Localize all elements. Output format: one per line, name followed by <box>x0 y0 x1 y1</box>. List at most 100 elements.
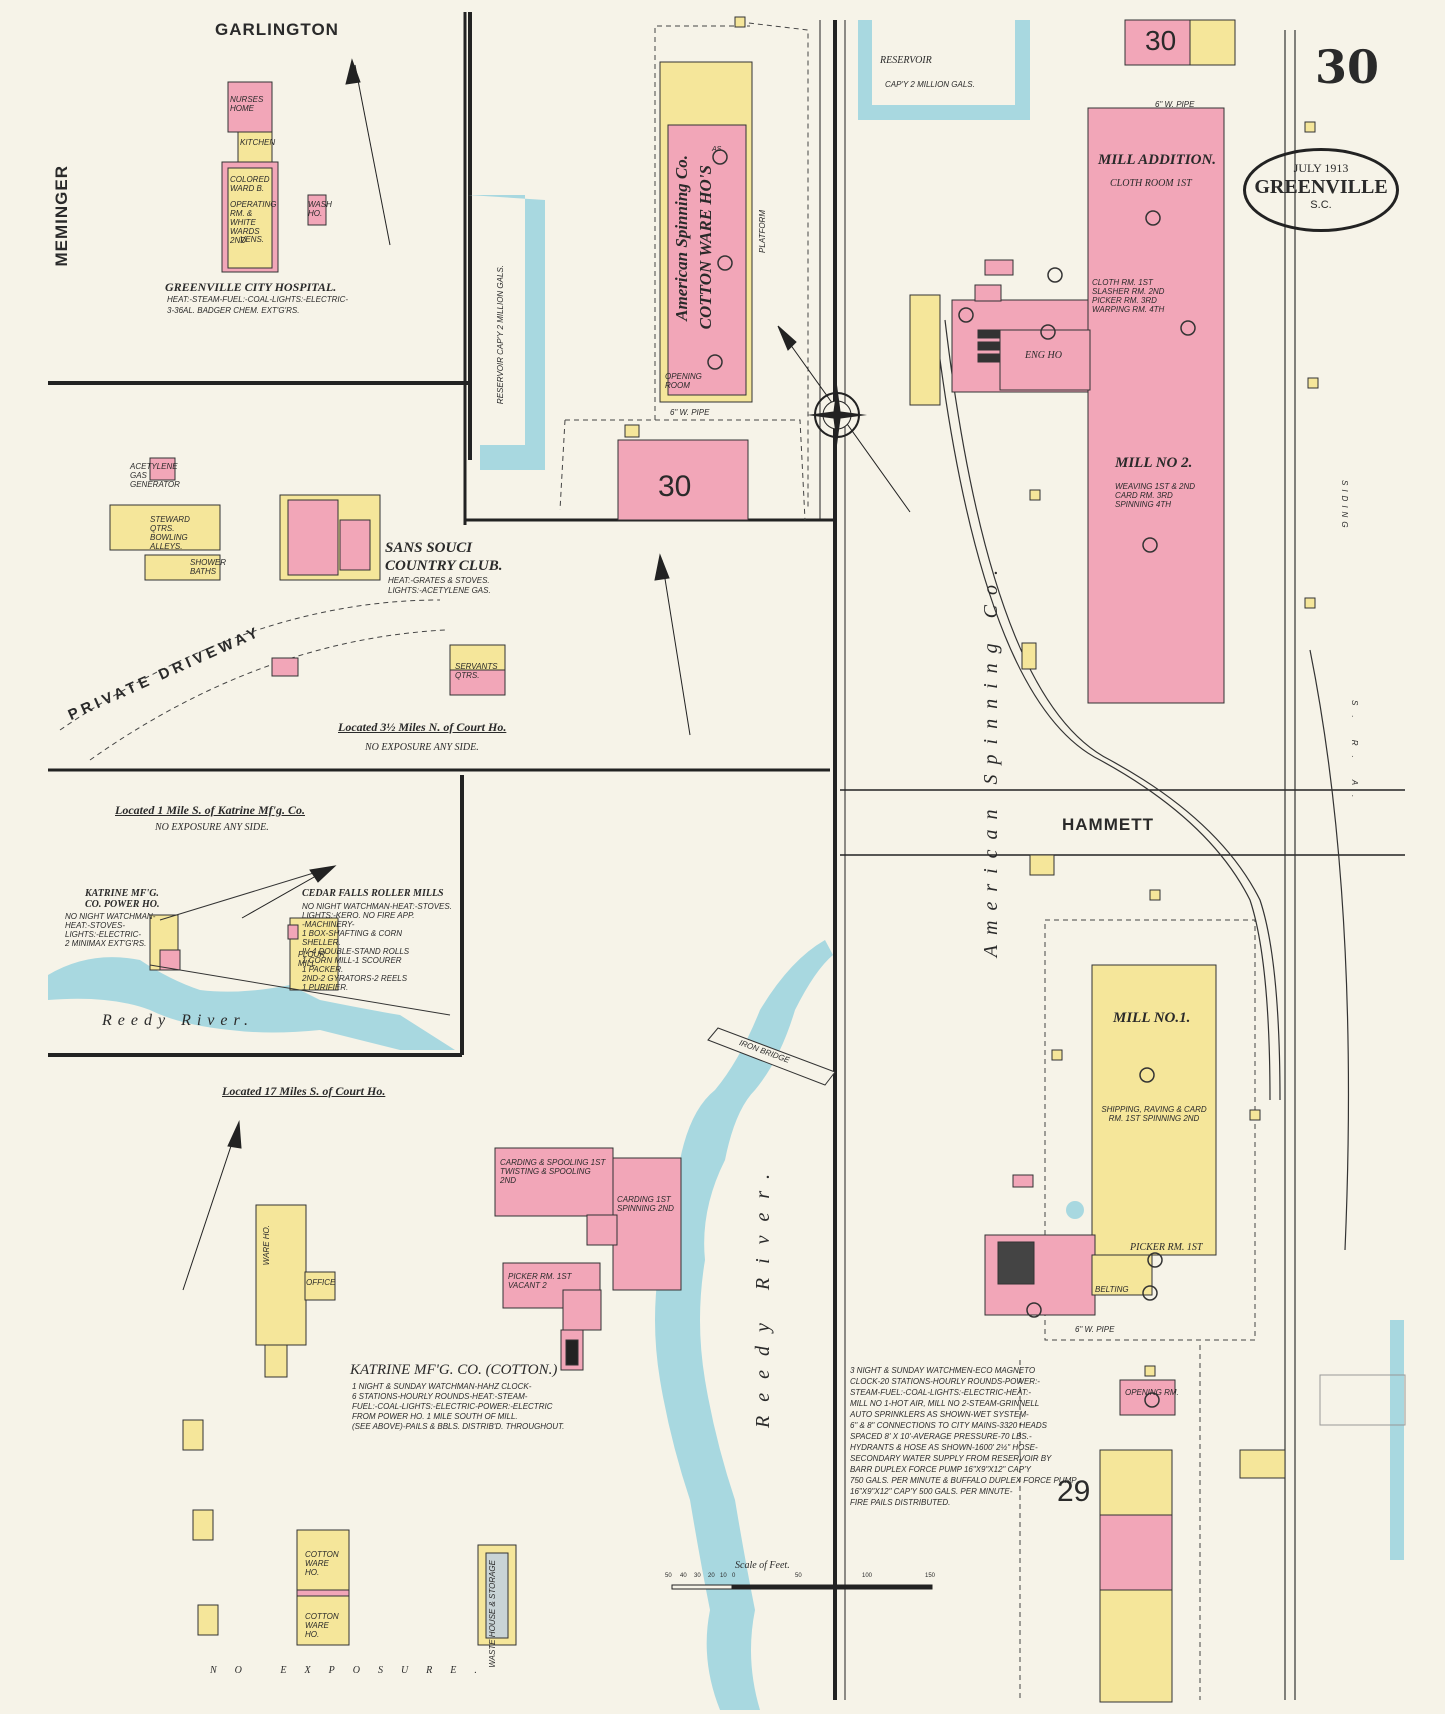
railroad-tracks <box>934 30 1350 1700</box>
sprinkler-markers <box>707 149 1196 1408</box>
mill-no-2-label: MILL NO 2. <box>1115 455 1193 471</box>
hospital-details-1: HEAT:-STEAM-FUEL:-COAL-LIGHTS:-ELECTRIC- <box>167 295 349 304</box>
belting-label: BELTING <box>1095 1285 1129 1294</box>
katrine-location-1: Located 1 Mile S. of Katrine Mf'g. Co. <box>115 803 305 817</box>
city-seal: JULY 1913 GREENVILLE S.C. <box>1243 148 1399 232</box>
flume <box>149 867 451 1016</box>
hospital-details-2: 3-36AL. BADGER CHEM. EXT'G'RS. <box>167 306 300 315</box>
hospital-vens: VENS. <box>240 235 265 244</box>
club-buildings <box>109 457 506 696</box>
engine-house-label: ENG HO <box>1025 350 1062 361</box>
slasher-picker-warping-label: CLOTH RM. 1ST SLASHER RM. 2ND PICKER RM.… <box>1092 278 1165 314</box>
carding-spinning-label: CARDING 1ST SPINNING 2ND <box>617 1195 674 1213</box>
warehouse-label-1: American Spinning Co. <box>672 155 691 321</box>
reedy-river-label-2: Reedy River. <box>752 1160 774 1428</box>
sheet-state: S.C. <box>1310 199 1332 211</box>
scale-title: Scale of Feet. <box>735 1560 790 1571</box>
sheet-date: JULY 1913 <box>1293 161 1349 175</box>
street-meminger: MEMINGER <box>52 165 71 267</box>
katrine-exposure-2: NO EXPOSURE. <box>210 1665 495 1676</box>
scale-tick-3: 20 <box>708 1573 715 1579</box>
opening-rm-label: OPENING RM. <box>1125 1388 1179 1397</box>
page-number: 30 <box>1315 40 1380 94</box>
adjoining-sheet-mid: 30 <box>658 470 692 503</box>
hospital-colored-ward: COLORED WARD B. <box>230 175 270 193</box>
hospital-nurses-home: NURSES HOME <box>230 95 264 113</box>
carding-spooling-label: CARDING & SPOOLING 1ST TWISTING & SPOOLI… <box>500 1158 606 1185</box>
reservoir-top-capacity: CAP'Y 2 MILLION GALS. <box>885 80 975 89</box>
scale-tick-0: 50 <box>665 1573 672 1579</box>
club-details-1: HEAT:-GRATES & STOVES. <box>388 576 490 585</box>
katrine-power-house-name: KATRINE MF'G. CO. POWER HO. <box>85 888 160 910</box>
picker-vacant-label: PICKER RM. 1ST VACANT 2 <box>508 1272 572 1290</box>
cotton-warehouse-label-1: COTTON WARE HO. <box>305 1550 339 1577</box>
hospital-wash-house: WASH HO. <box>308 200 332 218</box>
mill-no-1-details: SHIPPING, RAVING & CARD RM. 1ST SPINNING… <box>1101 1105 1207 1123</box>
club-exposure: NO EXPOSURE ANY SIDE. <box>365 742 479 753</box>
club-name-1: SANS SOUCI <box>385 540 473 556</box>
mill-no-1-label: MILL NO.1. <box>1113 1010 1191 1026</box>
company-vertical-label: American Spinning Co. <box>980 560 1002 958</box>
mill-no-2-details: WEAVING 1ST & 2ND CARD RM. 3RD SPINNING … <box>1115 482 1196 509</box>
club-gas-generator: ACETYLENE GAS GENERATOR <box>130 462 180 489</box>
cotton-warehouse-label-2: COTTON WARE HO. <box>305 1612 339 1639</box>
scale-tick-6: 50 <box>795 1573 802 1579</box>
library-stamp <box>1319 1374 1406 1426</box>
hospital-name: GREENVILLE CITY HOSPITAL. <box>165 280 337 294</box>
pipe-label-mill: 6" W. PIPE <box>1155 100 1195 109</box>
mill-buildings <box>909 107 1286 1703</box>
adjoining-sheet-top: 30 <box>1145 25 1177 56</box>
katrine-power-house-details: NO NIGHT WATCHMAN- HEAT:-STOVES- LIGHTS:… <box>65 912 156 948</box>
warehouse-buildings <box>617 19 1236 521</box>
katrine-cotton-name: KATRINE MF'G. CO. (COTTON.) <box>350 1362 558 1378</box>
compass-rose-icon <box>807 385 867 445</box>
reservoir-left-label: RESERVOIR CAP'Y 2 MILLION GALS. <box>496 265 505 405</box>
scale-bar <box>671 1584 933 1590</box>
scale-tick-8: 150 <box>925 1573 936 1579</box>
scale-tick-4: 10 <box>720 1573 727 1579</box>
warehouse-opening-room: OPENING ROOM <box>665 372 702 390</box>
cloth-room-label: CLOTH ROOM 1ST <box>1110 178 1192 189</box>
sprinkler-as-label: AS <box>712 146 722 153</box>
office-label: OFFICE <box>306 1278 336 1287</box>
picker-room-label: PICKER RM. 1ST <box>1130 1242 1203 1253</box>
hospital-operating-room: OPERATING RM. & WHITE WARDS 2ND <box>230 200 277 245</box>
hospital-buildings <box>221 81 327 273</box>
reservoir-top-label: RESERVOIR <box>880 55 932 66</box>
hospital-kitchen: KITCHEN <box>240 138 276 147</box>
siding-label: SIDING <box>1340 480 1349 532</box>
club-location: Located 3½ Miles N. of Court Ho. <box>338 720 507 734</box>
flour-mill-label: FLOUR MILL <box>298 950 326 968</box>
scale-tick-2: 30 <box>694 1573 701 1579</box>
club-details-2: LIGHTS:-ACETYLENE GAS. <box>388 586 491 595</box>
waste-house-label: WASTE HOUSE & STORAGE <box>488 1560 497 1668</box>
sheet-city: GREENVILLE <box>1254 176 1388 198</box>
scale-tick-1: 40 <box>680 1573 687 1579</box>
ware-house-label: WARE HO. <box>262 1225 271 1266</box>
scale-tick-7: 100 <box>862 1573 873 1579</box>
warehouse-label-2: COTTON WARE HO'S <box>696 165 715 330</box>
mill-fire-protection-note: 3 NIGHT & SUNDAY WATCHMEN-ECO MAGNETO CL… <box>850 1366 1077 1507</box>
katrine-exposure-1: NO EXPOSURE ANY SIDE. <box>155 822 269 833</box>
street-garlington: GARLINGTON <box>215 20 339 39</box>
club-name-2: COUNTRY CLUB. <box>385 558 503 574</box>
reedy-river-label-1: Reedy River. <box>102 1012 254 1029</box>
street-hammett: HAMMETT <box>1062 815 1154 834</box>
pipe-label-mill-1: 6" W. PIPE <box>1075 1325 1115 1334</box>
panel-borders <box>48 12 1405 1700</box>
hydrant-markers <box>734 16 1319 1377</box>
mill-addition-label: MILL ADDITION. <box>1098 152 1217 168</box>
katrine-cotton-details: 1 NIGHT & SUNDAY WATCHMAN-HAHZ CLOCK- 6 … <box>352 1382 565 1431</box>
railway-label: S. R. A. <box>1350 700 1359 808</box>
club-shower-baths: SHOWER BATHS <box>190 558 226 576</box>
cedar-falls-name: CEDAR FALLS ROLLER MILLS <box>302 888 444 899</box>
adjoining-sheet-bottom: 29 <box>1057 1475 1091 1508</box>
katrine-buildings <box>149 914 682 1646</box>
cedar-falls-details: NO NIGHT WATCHMAN-HEAT:-STOVES. LIGHTS:-… <box>302 902 452 992</box>
water-features <box>48 20 1404 1710</box>
scale-tick-5: 0 <box>732 1573 736 1579</box>
dashed-boundaries <box>59 21 1256 1700</box>
warehouse-platform: PLATFORM <box>758 210 767 253</box>
